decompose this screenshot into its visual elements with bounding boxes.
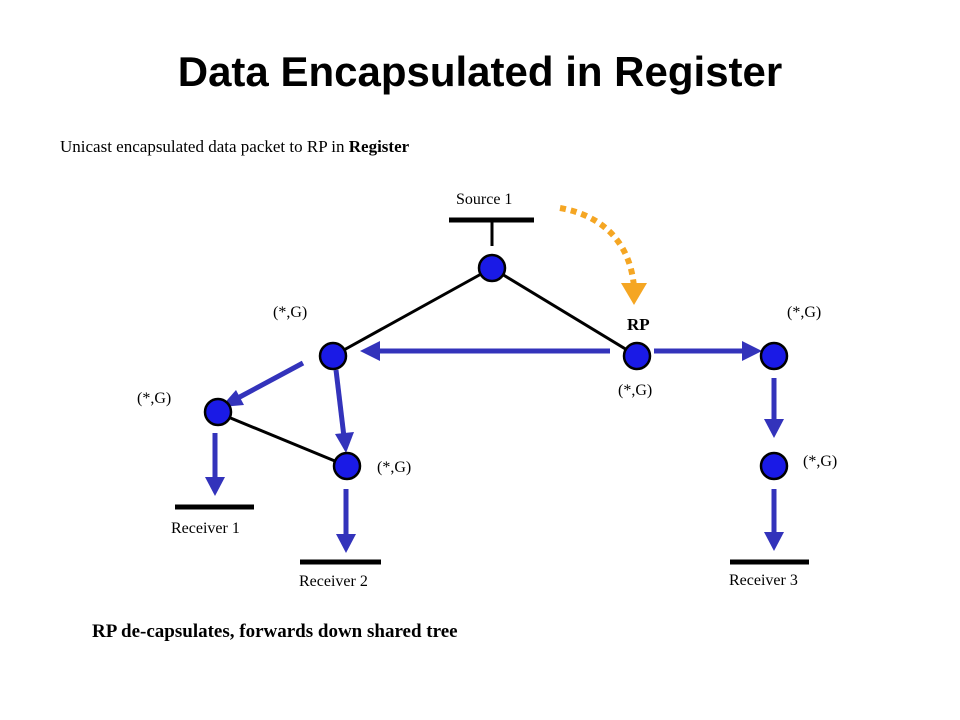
label-receiver1: Receiver 1 bbox=[171, 520, 240, 537]
register-arrow bbox=[559, 205, 647, 305]
subtitle-bold: Register bbox=[348, 137, 410, 156]
link-top-rp bbox=[491, 266, 638, 358]
label-state-far-left: (*,G) bbox=[137, 390, 171, 407]
arrow-farleft-to-receiver1-head bbox=[205, 477, 225, 496]
forwarding-arrows bbox=[205, 341, 784, 553]
router-mid-low bbox=[332, 451, 362, 481]
footer-note: RP de-capsulates, forwards down shared t… bbox=[92, 621, 458, 642]
arrow-rp-to-left-head bbox=[360, 341, 380, 361]
labels: Source 1 RP (*,G) (*,G) (*,G) (*,G) (*,G… bbox=[137, 191, 837, 590]
arrow-midlow-to-receiver2-head bbox=[336, 534, 356, 553]
router-far-left bbox=[203, 397, 233, 427]
arrow-rp-to-right-head bbox=[742, 341, 762, 361]
label-state-right-low: (*,G) bbox=[803, 453, 837, 470]
slide-title: Data Encapsulated in Register bbox=[177, 48, 783, 95]
arrow-left-to-midlow-head bbox=[335, 432, 354, 453]
router-left bbox=[318, 341, 348, 371]
arrow-left-to-farleft bbox=[234, 360, 305, 402]
router-right bbox=[759, 341, 789, 371]
label-source1: Source 1 bbox=[456, 191, 512, 208]
subtitle: Unicast encapsulated data packet to RP i… bbox=[60, 137, 409, 157]
label-receiver2: Receiver 2 bbox=[299, 573, 368, 590]
lan-segments bbox=[175, 217, 809, 565]
link-top-left bbox=[332, 266, 493, 358]
register-arrow-path bbox=[559, 205, 637, 288]
label-state-left-top: (*,G) bbox=[273, 304, 307, 321]
router-rp bbox=[622, 341, 652, 371]
register-arrow-head bbox=[621, 283, 647, 305]
label-state-right-top: (*,G) bbox=[787, 304, 821, 321]
arrow-rightlow-to-receiver3-head bbox=[764, 532, 784, 551]
links bbox=[215, 222, 638, 468]
router-right-low bbox=[759, 451, 789, 481]
subtitle-text: Unicast encapsulated data packet to RP i… bbox=[60, 137, 349, 156]
label-receiver3: Receiver 3 bbox=[729, 572, 798, 589]
arrow-right-to-rightlow-head bbox=[764, 419, 784, 438]
router-top bbox=[477, 253, 507, 283]
label-state-rp: (*,G) bbox=[618, 382, 652, 399]
link-farleft-midlow bbox=[215, 410, 348, 468]
label-rp: RP bbox=[627, 315, 650, 334]
routers bbox=[203, 253, 789, 481]
arrow-left-to-midlow bbox=[333, 369, 347, 438]
label-state-mid-low: (*,G) bbox=[377, 459, 411, 476]
